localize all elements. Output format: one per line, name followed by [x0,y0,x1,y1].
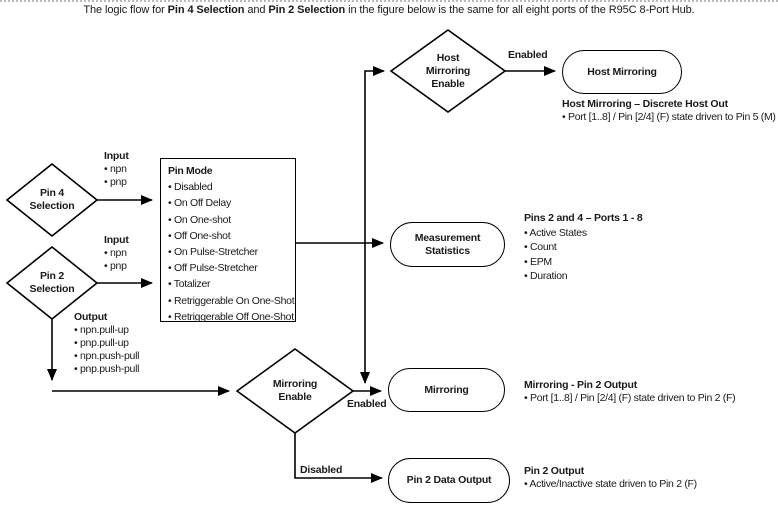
figure-caption: The logic flow for Pin 4 Selection and P… [0,4,778,16]
terminator-host-mirroring: Host Mirroring [562,50,682,94]
edge-label-enabled-top: Enabled [508,49,548,61]
pin-mode-item: • Disabled [168,181,213,194]
annotation-item: • pnp [104,260,127,272]
edge-label-disabled: Disabled [300,464,343,476]
process-pin-mode: Pin Mode • Disabled • On Off Delay • On … [160,158,296,323]
annotation-item: • Active States [524,226,587,239]
annotation-mirroring-out: Mirroring - Pin 2 Output • Port [1..8] /… [524,379,736,405]
annotation-item: • npn [104,163,127,175]
annotation-item: • pnp.push-pull [74,363,140,375]
annotation-title: Pins 2 and 4 – Ports 1 - 8 [524,212,643,224]
annotation-item: • npn.push-pull [74,350,140,362]
label-line: Selection [29,283,75,295]
annotation-pin4-input: Input • npn • pnp [104,150,129,189]
annotation-title: Input [104,150,129,162]
pin-mode-item: • Retriggerable On One-Shot [168,294,295,307]
annotation-item: • Duration [524,270,568,282]
annotation-title: Input [104,234,129,246]
annotation-measurement-out: Pins 2 and 4 – Ports 1 - 8 • Active Stat… [524,211,643,284]
label-line: Measurement [414,231,481,244]
label-line: Mirroring [425,65,471,77]
caption-bold-pin4: Pin 4 Selection [167,4,245,16]
terminator-pin2-data-output: Pin 2 Data Output [388,458,510,503]
annotation-item: • Port [1..8] / Pin [2/4] (F) state driv… [524,392,736,404]
label-line: Enable [278,391,312,403]
pin-mode-item: • Totalizer [168,278,211,291]
pin-mode-item: • Off Pulse-Stretcher [168,262,258,275]
label-line: Host [436,52,460,64]
annotation-pin2-output: Output • npn.pull-up • pnp.pull-up • npn… [74,311,139,376]
edge-junction-to-host-mirroring-enable [364,66,385,243]
pin-mode-item: • On One-shot [168,213,231,226]
pin-mode-item: • Retriggerable Off One-Shot [168,310,294,323]
label-line: Mirroring [272,378,318,390]
annotation-item: • npn [104,247,127,259]
caption-text: and [244,4,269,16]
caption-bold-pin2: Pin 2 Selection [268,4,346,16]
decision-label-pin4-selection: Pin 4 Selection [12,187,92,213]
pin-mode-item: • Off One-shot [168,229,231,242]
annotation-title: Mirroring - Pin 2 Output [524,379,638,391]
annotation-title: Output [74,311,108,323]
terminator-label: Pin 2 Data Output [406,474,492,486]
decision-label-pin2-selection: Pin 2 Selection [12,270,92,296]
terminator-label: Host Mirroring [587,65,657,78]
terminator-label: Mirroring [424,383,469,396]
label-line: Pin 2 [39,270,65,282]
pin-mode-item: • On Pulse-Stretcher [168,246,258,259]
annotation-title: Pin 2 Output [524,465,585,477]
annotation-item: • EPM [524,255,552,268]
edge-disabled-to-pin2-data-output [294,433,383,483]
label-line: Statistics [425,244,470,257]
annotation-item: • Port [1..8] / Pin [2/4] (F) state driv… [562,111,776,123]
annotation-pin2-out: Pin 2 Output • Active/Inactive state dri… [524,465,697,491]
decision-label-host-mirroring-enable: Host Mirroring Enable [408,52,488,91]
pin-mode-item: • On Off Delay [168,197,231,210]
annotation-item: • pnp.pull-up [74,337,129,349]
decision-label-mirroring-enable: Mirroring Enable [255,378,335,404]
pin-mode-title: Pin Mode [168,165,213,177]
terminator-mirroring: Mirroring [388,368,505,412]
caption-text: The logic flow for [83,4,168,16]
label-line: Pin 4 [39,187,65,199]
annotation-item: • Count [524,241,557,253]
label-line: Enable [431,78,465,90]
caption-text: in the figure below is the same for all … [345,4,695,16]
annotation-pin2-input: Input • npn • pnp [104,234,129,273]
edge-label-enabled-mid: Enabled [347,398,387,410]
annotation-host-mirroring-out: Host Mirroring – Discrete Host Out • Por… [562,98,776,124]
annotation-title: Host Mirroring – Discrete Host Out [562,98,728,110]
label-line: Selection [29,200,75,212]
page-top-divider [0,0,778,2]
annotation-item: • Active/Inactive state driven to Pin 2 … [524,478,697,490]
annotation-item: • pnp [104,176,127,188]
annotation-item: • npn.pull-up [74,324,129,336]
